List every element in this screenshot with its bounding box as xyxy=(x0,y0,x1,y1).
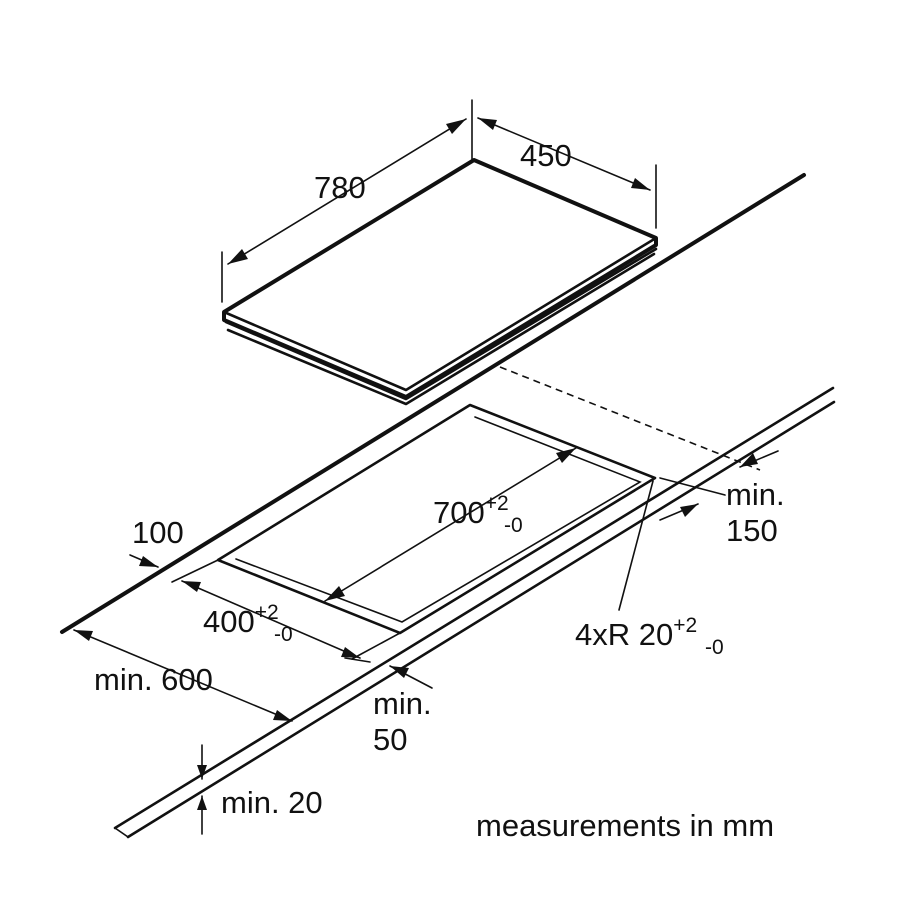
dim-450: 450 xyxy=(477,117,657,229)
dim-400-label: 400+2 xyxy=(203,601,279,639)
dim-700: 700+2 -0 xyxy=(324,447,577,602)
dim-min-600: min. 600 xyxy=(73,629,293,722)
corner-radius-label: 4xR 20+2 xyxy=(575,614,697,652)
min-600-label: min. 600 xyxy=(94,662,213,697)
hob-top-edge xyxy=(222,236,658,392)
worktop xyxy=(60,173,836,839)
cutout-hidden-line xyxy=(499,366,761,471)
dim-100: 100 xyxy=(129,515,184,568)
dim-700-tol-lower: -0 xyxy=(504,514,523,537)
min-50-value: 50 xyxy=(373,722,407,757)
dim-780: 780 xyxy=(221,99,473,303)
dim-780-line xyxy=(227,118,467,265)
min-20-label: min. 20 xyxy=(221,785,323,820)
dim-700-line xyxy=(324,447,577,602)
dim-400-line xyxy=(181,580,361,659)
min-150-label: min. xyxy=(726,477,785,512)
hob xyxy=(222,158,658,406)
worktop-front-thickness xyxy=(114,827,129,838)
dim-corner-radius: 4xR 20+2 -0 xyxy=(575,480,724,659)
dim-100-label: 100 xyxy=(132,515,184,550)
dim-min-150: min. 150 xyxy=(659,450,785,548)
min-150-value: 150 xyxy=(726,513,778,548)
worktop-back-edge xyxy=(60,173,806,634)
dim-min-600-line xyxy=(73,629,293,722)
dim-450-line xyxy=(477,117,651,191)
dim-780-label: 780 xyxy=(314,170,366,205)
dim-min-50: min. 50 xyxy=(344,657,433,757)
dim-700-label: 700+2 xyxy=(433,492,509,530)
min-50-label: min. xyxy=(373,686,432,721)
hob-base-edge xyxy=(226,252,656,406)
dim-400-tol-lower: -0 xyxy=(274,623,293,646)
dim-min-20: min. 20 xyxy=(197,744,323,835)
hob-lower-edge xyxy=(224,247,658,401)
corner-radius-tol-lower: -0 xyxy=(705,636,724,659)
units-note: measurements in mm xyxy=(476,808,774,843)
dim-400: 400+2 -0 xyxy=(171,559,401,660)
dim-450-label: 450 xyxy=(520,138,572,173)
worktop-front-lower-edge xyxy=(126,400,836,839)
worktop-front-edge xyxy=(113,386,835,830)
cutout-inner-edge xyxy=(235,416,642,623)
corner-radius-leader xyxy=(618,480,654,611)
